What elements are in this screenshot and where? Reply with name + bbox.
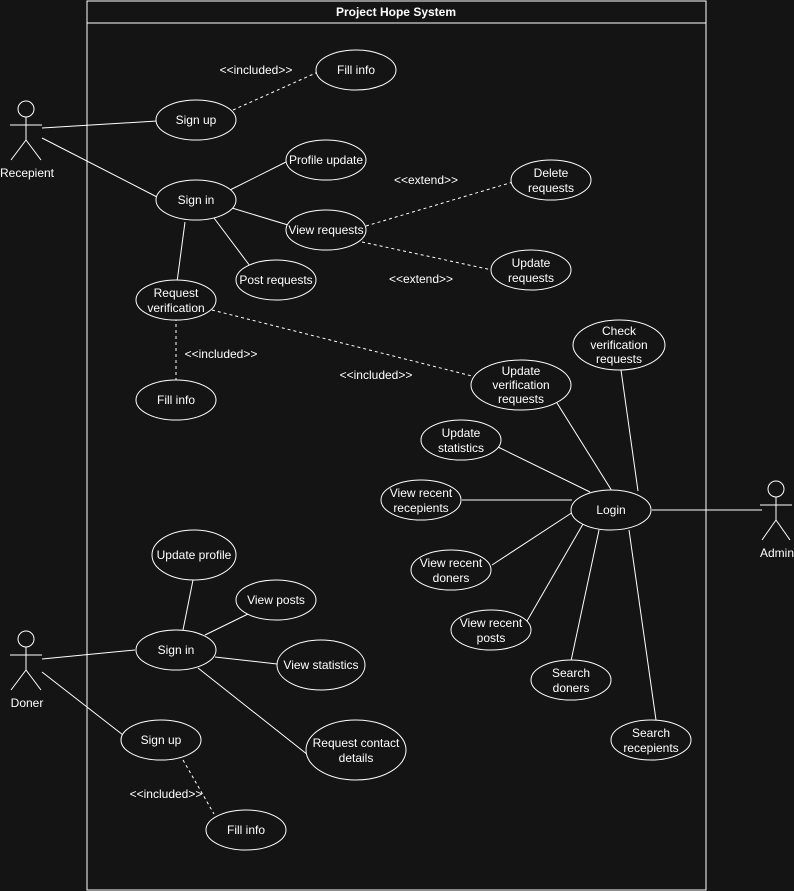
usecase-profile-update[interactable]: Profile update [285, 139, 367, 181]
svg-text:statistics: statistics [438, 441, 484, 455]
svg-text:requests: requests [596, 352, 642, 366]
usecase-view-recent-recepients[interactable]: View recent recepients [380, 479, 462, 521]
actor-recepient[interactable]: Recepient [0, 100, 55, 180]
svg-text:Request contact: Request contact [313, 736, 400, 750]
usecase-update-profile[interactable]: Update profile [151, 529, 237, 581]
usecase-admin-login[interactable]: Login [570, 489, 652, 531]
actor-doner-label: Doner [11, 696, 44, 710]
svg-text:Request: Request [154, 286, 199, 300]
usecase-view-requests[interactable]: View requests [285, 209, 367, 251]
extend-label-1: <<extend>> [394, 173, 458, 187]
usecase-view-recent-posts[interactable]: View recent posts [450, 609, 532, 651]
usecase-request-contact-details[interactable]: Request contact details [305, 719, 407, 781]
svg-text:View recent: View recent [420, 556, 483, 570]
include-extend-relations [175, 71, 514, 815]
usecase-recepient-fill-info-2[interactable]: Fill info [135, 379, 217, 421]
svg-text:Login: Login [596, 503, 625, 517]
svg-text:View requests: View requests [288, 223, 363, 237]
svg-text:recepients: recepients [623, 741, 678, 755]
svg-text:doners: doners [433, 571, 470, 585]
svg-text:Fill info: Fill info [337, 63, 375, 77]
svg-text:verification: verification [147, 301, 204, 315]
usecase-doner-sign-in[interactable]: Sign in [135, 629, 217, 671]
svg-text:requests: requests [528, 181, 574, 195]
included-label-2: <<included>> [185, 347, 258, 361]
usecase-view-posts[interactable]: View posts [235, 579, 317, 621]
svg-text:Fill info: Fill info [157, 393, 195, 407]
usecase-doner-sign-up[interactable]: Sign up [120, 719, 202, 761]
svg-text:verification: verification [590, 338, 647, 352]
usecase-recepient-sign-up[interactable]: Sign up [155, 99, 237, 141]
svg-text:verification: verification [492, 378, 549, 392]
actor-doner[interactable]: Doner [10, 630, 44, 710]
svg-text:Check: Check [602, 324, 637, 338]
svg-text:requests: requests [508, 271, 554, 285]
svg-text:details: details [339, 751, 374, 765]
usecase-request-verification[interactable]: Request verification [135, 279, 217, 321]
usecase-search-doners[interactable]: Search doners [530, 659, 612, 701]
extend-label-2: <<extend>> [389, 272, 453, 286]
usecase-view-recent-doners[interactable]: View recent doners [410, 549, 492, 591]
svg-text:Profile update: Profile update [289, 153, 363, 167]
usecase-check-verification-requests[interactable]: Check verification requests [572, 319, 666, 371]
svg-text:Delete: Delete [534, 166, 569, 180]
svg-text:Update: Update [512, 256, 551, 270]
usecase-recepient-sign-in[interactable]: Sign in [155, 179, 237, 221]
usecase-update-statistics[interactable]: Update statistics [420, 419, 502, 461]
svg-text:Sign in: Sign in [158, 643, 195, 657]
svg-text:Sign up: Sign up [141, 733, 182, 747]
actor-admin-label: Admin [760, 546, 794, 560]
usecase-delete-requests[interactable]: Delete requests [510, 159, 592, 201]
svg-text:Post requests: Post requests [239, 273, 312, 287]
actor-admin[interactable]: Admin [760, 480, 794, 560]
svg-text:doners: doners [553, 681, 590, 695]
usecase-search-recepients[interactable]: Search recepients [610, 719, 692, 761]
svg-text:Fill info: Fill info [227, 823, 265, 837]
svg-text:Search: Search [552, 666, 590, 680]
included-label-3: <<included>> [340, 368, 413, 382]
actor-recepient-label: Recepient [0, 166, 55, 180]
svg-text:Sign in: Sign in [178, 193, 215, 207]
svg-text:requests: requests [498, 392, 544, 406]
svg-text:View statistics: View statistics [283, 658, 358, 672]
svg-text:Sign up: Sign up [176, 113, 217, 127]
usecase-doner-fill-info[interactable]: Fill info [205, 809, 287, 851]
svg-text:Update profile: Update profile [157, 548, 232, 562]
svg-text:View posts: View posts [247, 593, 305, 607]
svg-text:Search: Search [632, 726, 670, 740]
usecase-view-statistics[interactable]: View statistics [276, 639, 366, 691]
usecase-recepient-fill-info[interactable]: Fill info [315, 49, 397, 91]
svg-text:recepients: recepients [393, 501, 448, 515]
svg-text:View recent: View recent [460, 616, 523, 630]
svg-text:Update: Update [442, 426, 481, 440]
associations [41, 120, 762, 756]
svg-text:View recent: View recent [390, 486, 453, 500]
usecase-update-requests[interactable]: Update requests [490, 249, 572, 291]
svg-text:posts: posts [477, 631, 506, 645]
usecase-update-verification-requests[interactable]: Update verification requests [470, 359, 572, 411]
included-label-1: <<included>> [220, 63, 293, 77]
system-title: Project Hope System [336, 5, 456, 19]
svg-text:Update: Update [502, 364, 541, 378]
usecase-post-requests[interactable]: Post requests [235, 259, 317, 301]
included-label-4: <<included>> [130, 787, 203, 801]
